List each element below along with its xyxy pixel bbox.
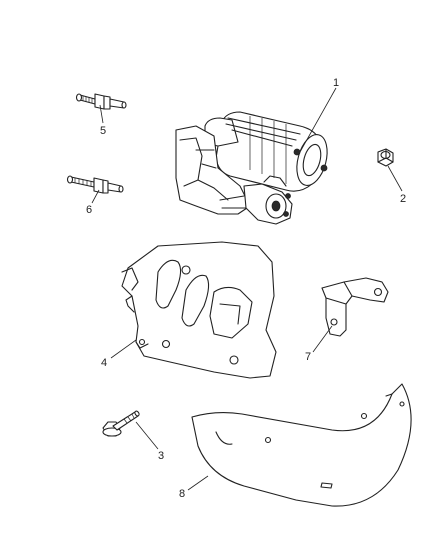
leader-7 — [312, 325, 333, 353]
callout-8: 8 — [179, 488, 185, 500]
callout-1: 1 — [333, 77, 339, 89]
bolt — [102, 410, 140, 437]
curved-shield — [191, 383, 412, 507]
leader-5 — [99, 104, 104, 124]
nut — [377, 148, 394, 167]
bracket — [321, 277, 389, 337]
leader-2 — [387, 165, 403, 192]
callout-5: 5 — [100, 125, 106, 137]
callout-3: 3 — [158, 450, 164, 462]
leader-6 — [91, 189, 100, 204]
leader-4 — [110, 339, 137, 359]
heat-shield — [121, 241, 277, 379]
leader-8 — [187, 475, 209, 491]
leader-3 — [135, 421, 159, 450]
stud-bolt-upper — [75, 93, 127, 110]
stud-bolt-lower — [66, 175, 124, 194]
callout-6: 6 — [86, 204, 92, 216]
callout-2: 2 — [400, 193, 406, 205]
starter-motor — [175, 111, 328, 225]
callout-7: 7 — [305, 351, 311, 363]
leader-1 — [299, 87, 337, 153]
callout-4: 4 — [101, 357, 107, 369]
